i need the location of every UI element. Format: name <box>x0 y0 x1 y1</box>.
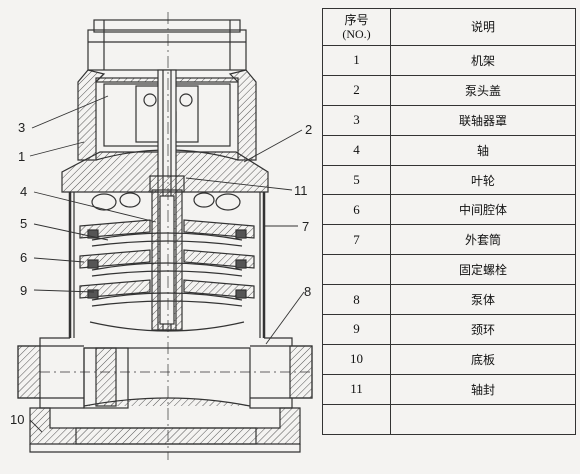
row-name: 底板 <box>390 343 576 375</box>
pump-cross-section-diagram: 3 2 1 4 11 5 7 6 9 8 10 <box>10 12 313 460</box>
callout-8: 8 <box>304 284 311 299</box>
row-name: 联轴器罩 <box>390 104 576 136</box>
row-name: 轴封 <box>390 373 576 405</box>
base-plate <box>29 407 301 453</box>
table-row: 固定螺栓 <box>322 254 576 286</box>
pump-body <box>17 337 313 409</box>
row-name: 轴 <box>390 134 576 166</box>
row-no: 6 <box>322 194 391 226</box>
row-no: 3 <box>322 104 391 136</box>
callout-7: 7 <box>302 219 309 234</box>
callout-11: 11 <box>294 183 308 198</box>
row-name: 外套筒 <box>390 224 576 256</box>
neck-rings <box>87 229 247 299</box>
callout-10: 10 <box>10 412 24 427</box>
row-no: 11 <box>322 373 391 405</box>
callout-5: 5 <box>20 216 27 231</box>
motor-mount-top <box>87 19 247 71</box>
callout-1: 1 <box>18 149 25 164</box>
row-no: 7 <box>322 224 391 256</box>
impellers <box>89 232 245 332</box>
row-name: 机架 <box>390 45 576 76</box>
row-name: 中间腔体 <box>390 194 576 226</box>
intermediate-chambers <box>79 192 255 299</box>
row-name: 固定螺栓 <box>390 254 576 286</box>
row-name: 叶轮 <box>390 164 576 196</box>
callout-2: 2 <box>305 122 312 137</box>
table-row <box>322 403 576 435</box>
row-no <box>322 254 391 286</box>
callout-9: 9 <box>20 283 27 298</box>
row-name <box>390 403 576 435</box>
row-no: 5 <box>322 164 391 196</box>
row-no: 4 <box>322 134 391 166</box>
header-no: 序号 (NO.) <box>322 8 391 46</box>
shaft <box>151 69 183 331</box>
table-header-row: 序号 (NO.)说明 <box>322 8 576 46</box>
row-name: 泵头盖 <box>390 74 576 106</box>
row-no: 2 <box>322 74 391 106</box>
outer-sleeve <box>68 192 266 338</box>
leader-lines <box>29 95 305 433</box>
row-no: 1 <box>322 45 391 76</box>
header-name: 说明 <box>390 8 576 46</box>
row-no: 8 <box>322 284 391 316</box>
callout-6: 6 <box>20 250 27 265</box>
callout-3: 3 <box>18 120 25 135</box>
row-no <box>322 403 391 435</box>
row-no: 9 <box>322 314 391 345</box>
row-name: 泵体 <box>390 284 576 316</box>
callout-4: 4 <box>20 184 27 199</box>
row-no: 10 <box>322 343 391 375</box>
shaft-seal <box>149 175 185 193</box>
row-name: 颈环 <box>390 314 576 345</box>
